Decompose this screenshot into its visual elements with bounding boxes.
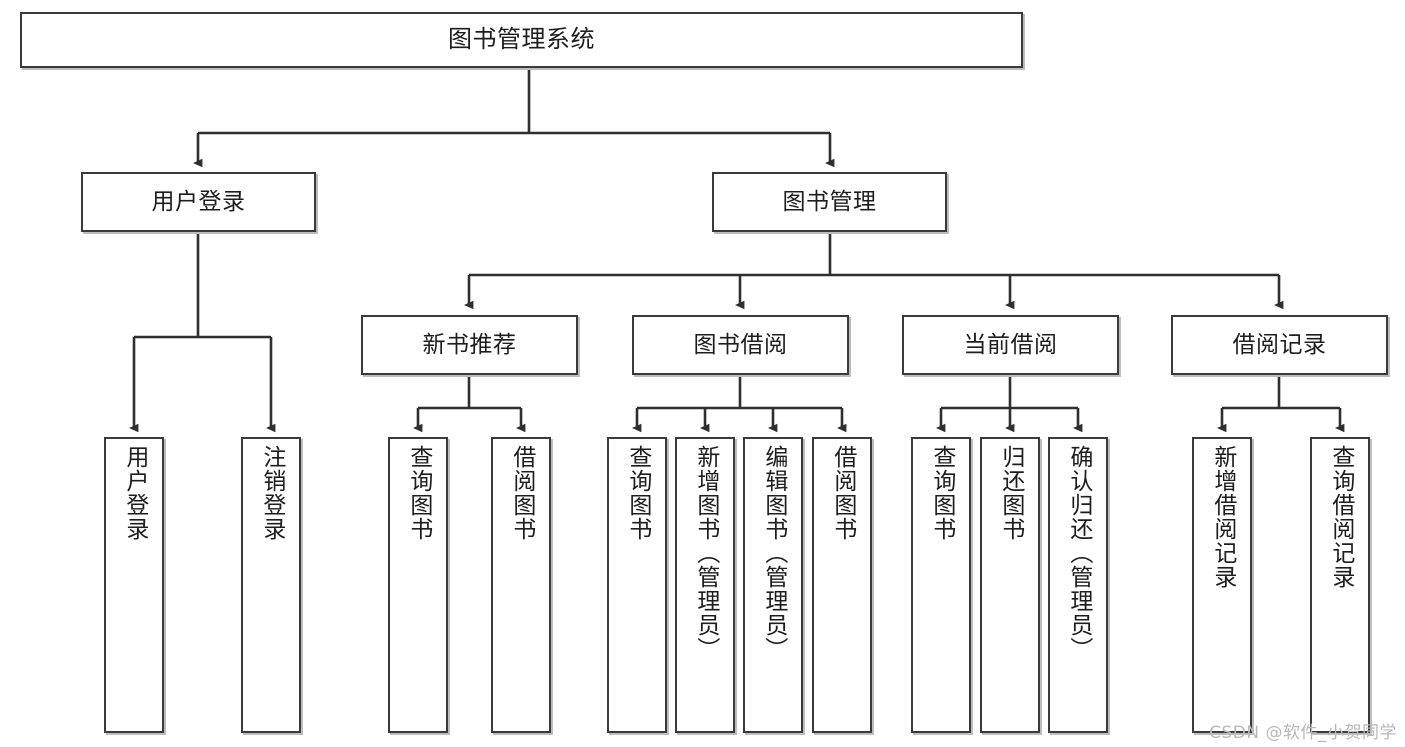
node-leaf-borrow-book-1-label: 借阅图书	[508, 445, 535, 541]
node-leaf-logout-login-label: 注销登录	[258, 445, 285, 541]
node-new-book-recommend[interactable]: 新书推荐	[361, 315, 578, 375]
node-leaf-add-borrow-record-label: 新增借阅记录	[1209, 445, 1236, 589]
node-leaf-add-book-admin-label: 新增图书（管理员）	[692, 445, 719, 661]
node-root[interactable]: 图书管理系统	[20, 12, 1023, 68]
node-leaf-query-book-2[interactable]: 查询图书	[607, 437, 667, 733]
node-leaf-borrow-book-2[interactable]: 借阅图书	[812, 437, 872, 733]
node-leaf-confirm-return-admin[interactable]: 确认归还（管理员）	[1048, 437, 1108, 733]
node-leaf-borrow-book-1[interactable]: 借阅图书	[491, 437, 551, 733]
node-leaf-query-borrow-record-label: 查询借阅记录	[1327, 445, 1354, 589]
node-book-management[interactable]: 图书管理	[712, 172, 947, 232]
node-leaf-edit-book-admin-label: 编辑图书（管理员）	[760, 445, 787, 661]
node-borrow-record-label: 借阅记录	[1232, 331, 1327, 358]
node-current-borrow[interactable]: 当前借阅	[902, 315, 1119, 375]
node-leaf-edit-book-admin[interactable]: 编辑图书（管理员）	[743, 437, 803, 733]
node-leaf-logout-login[interactable]: 注销登录	[241, 437, 301, 733]
node-leaf-user-login-label: 用户登录	[121, 445, 148, 541]
node-leaf-query-book-2-label: 查询图书	[624, 445, 651, 541]
node-book-borrow[interactable]: 图书借阅	[632, 315, 849, 375]
node-leaf-confirm-return-admin-label: 确认归还（管理员）	[1065, 445, 1092, 661]
node-leaf-query-book-1[interactable]: 查询图书	[388, 437, 448, 733]
node-book-management-label: 图书管理	[782, 188, 877, 215]
node-leaf-query-book-3-label: 查询图书	[928, 445, 955, 541]
node-leaf-query-book-1-label: 查询图书	[405, 445, 432, 541]
node-new-book-recommend-label: 新书推荐	[422, 331, 517, 358]
csdn-watermark: CSDN @软件_小贺同学	[1209, 723, 1397, 743]
node-borrow-record[interactable]: 借阅记录	[1171, 315, 1388, 375]
node-book-borrow-label: 图书借阅	[693, 331, 788, 358]
node-user-login-label: 用户登录	[151, 188, 246, 215]
node-root-label: 图书管理系统	[448, 25, 595, 54]
node-leaf-user-login[interactable]: 用户登录	[104, 437, 164, 733]
node-user-login[interactable]: 用户登录	[81, 172, 316, 232]
node-leaf-add-book-admin[interactable]: 新增图书（管理员）	[675, 437, 735, 733]
node-leaf-borrow-book-2-label: 借阅图书	[829, 445, 856, 541]
node-current-borrow-label: 当前借阅	[963, 331, 1058, 358]
node-leaf-query-borrow-record[interactable]: 查询借阅记录	[1310, 437, 1370, 733]
node-leaf-add-borrow-record[interactable]: 新增借阅记录	[1192, 437, 1252, 733]
node-leaf-return-book[interactable]: 归还图书	[980, 437, 1040, 733]
node-leaf-return-book-label: 归还图书	[997, 445, 1024, 541]
node-leaf-query-book-3[interactable]: 查询图书	[911, 437, 971, 733]
